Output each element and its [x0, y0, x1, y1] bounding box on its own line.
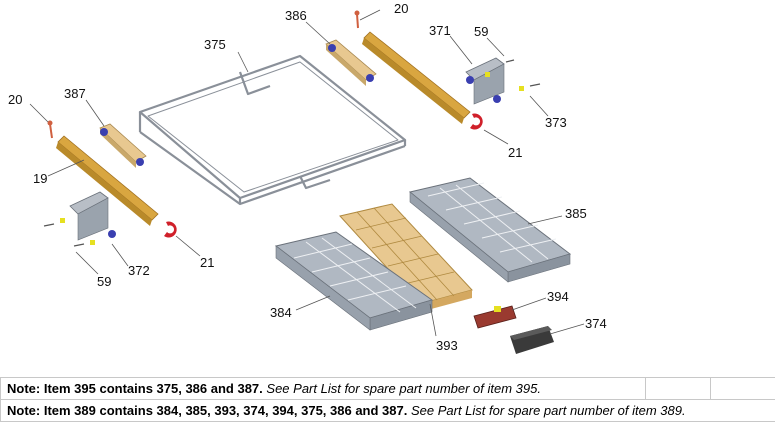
callout-21-left: 21 [200, 255, 214, 270]
basket-385 [408, 177, 572, 283]
note-cell: Note: Item 395 contains 375, 386 and 387… [0, 377, 646, 400]
bracket-386 [325, 39, 377, 86]
note-label: Note: Item 389 contains 384, 385, 393, 3… [7, 403, 408, 418]
note-reference: See Part List for spare part number of i… [410, 403, 686, 418]
callout-372: 372 [128, 263, 150, 278]
leader-lines [29, 9, 585, 337]
end-cap-21-left [164, 221, 177, 238]
exploded-parts-diagram: 375 386 20 371 59 373 21 20 387 19 21 37… [8, 1, 607, 354]
wheel-icon [493, 95, 501, 103]
callout-385: 385 [565, 206, 587, 221]
wheel-icon [366, 74, 374, 82]
roller-372 [43, 191, 116, 247]
note-row: Note: Item 395 contains 375, 386 and 387… [0, 377, 775, 400]
callout-19: 19 [33, 171, 47, 186]
wheel-icon [108, 230, 116, 238]
callout-59-bottom: 59 [97, 274, 111, 289]
note-row: Note: Item 389 contains 384, 385, 393, 3… [0, 399, 775, 422]
basket-384 [274, 231, 434, 331]
callout-374: 374 [585, 316, 607, 331]
callout-20-top: 20 [394, 1, 408, 16]
wheel-icon [100, 128, 108, 136]
note-cell: Note: Item 389 contains 384, 385, 393, 3… [0, 399, 775, 422]
empty-cell [645, 377, 711, 400]
wheel-icon [136, 158, 144, 166]
notes-table: Note: Item 395 contains 375, 386 and 387… [0, 377, 775, 422]
wheel-icon [328, 44, 336, 52]
left-rail [47, 120, 177, 238]
frame-375 [138, 54, 407, 206]
pin-20-left [49, 123, 53, 139]
callout-394: 394 [547, 289, 569, 304]
roller-371 [465, 57, 541, 105]
bracket-387 [99, 123, 147, 168]
callout-59-top: 59 [474, 24, 488, 39]
callout-21-right: 21 [508, 145, 522, 160]
note-label: Note: Item 395 contains 375, 386 and 387… [7, 381, 263, 396]
callout-384: 384 [270, 305, 292, 320]
callout-386: 386 [285, 8, 307, 23]
top-rail [354, 10, 483, 130]
callout-387: 387 [64, 86, 86, 101]
empty-cell [710, 377, 775, 400]
end-cap-21-right [470, 113, 483, 130]
cover-374 [510, 326, 554, 354]
pin-20-top [356, 13, 359, 29]
part-394 [473, 305, 517, 329]
note-reference: See Part List for spare part number of i… [266, 381, 541, 396]
callout-371: 371 [429, 23, 451, 38]
basket-393 [339, 203, 473, 312]
callout-393: 393 [436, 338, 458, 353]
callout-20-left: 20 [8, 92, 22, 107]
callout-373: 373 [545, 115, 567, 130]
wheel-icon [466, 76, 474, 84]
callout-375: 375 [204, 37, 226, 52]
